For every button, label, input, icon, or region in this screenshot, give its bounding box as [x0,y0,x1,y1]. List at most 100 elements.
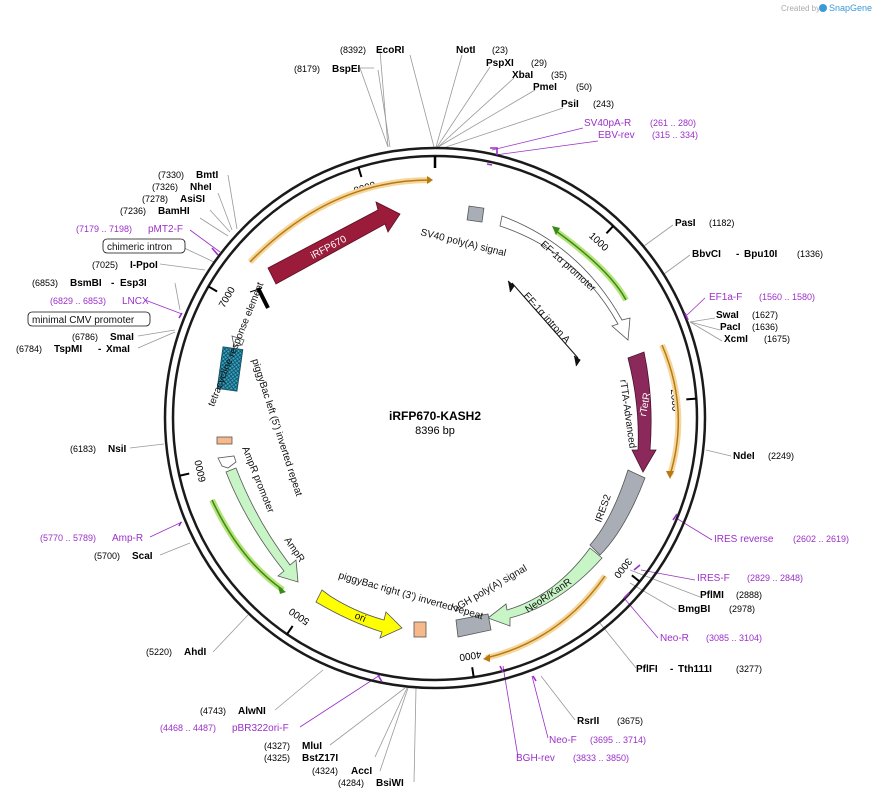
ori-feature[interactable] [315,589,403,639]
svg-text:NotI: NotI [456,45,476,56]
ef1a-promoter-feature[interactable] [499,215,631,341]
svg-text:AhdI: AhdI [184,647,206,658]
enzyme-label[interactable]: (8392)EcoRI [340,45,405,56]
svg-text:(6853): (6853) [32,278,58,288]
enzyme-label[interactable]: (6183)NsiI [70,444,127,455]
enzyme-label[interactable]: NotI(23) [456,45,508,56]
enzyme-label[interactable]: SwaI(1627) [716,310,778,321]
ef1a-promoter-arc-line [555,230,627,301]
rtetr-feature[interactable] [627,351,657,473]
tick-label: 1000 [586,231,610,254]
ampr-promoter-feature[interactable] [217,455,237,469]
bgh-polya-feature[interactable] [455,613,492,638]
enzyme-label[interactable]: (6784)TspMI-XmaI [16,344,130,355]
enzyme-label[interactable]: PacI(1636) [720,322,778,333]
ampr-orf-arc-line [211,499,284,591]
enzyme-label[interactable]: (6853)BsmBI-Esp3I [32,278,147,289]
primer-flags [178,147,689,683]
enzyme-label[interactable]: (6786)SmaI [72,332,134,343]
enzyme-label[interactable]: PflFI-Tth111I(3277) [636,664,762,675]
enzyme-label[interactable]: (4325)BstZ17I [264,753,338,764]
enzyme-label[interactable]: BbvCI-Bpu10I(1336) [692,249,823,260]
enzyme-label[interactable]: (7330)BmtI [158,170,218,181]
chimeric-intron-box [102,238,186,254]
primer-label[interactable]: EBV-rev(315 .. 334) [598,130,698,141]
piggybac-left-itr-feature[interactable] [216,436,233,445]
enzyme-label[interactable]: (4743) AlwNI [200,706,266,717]
enzyme-label[interactable]: PmeI(50) [533,82,592,93]
enzyme-label[interactable]: NdeI(2249) [733,451,794,462]
tick-label: 6000 [193,458,209,483]
sv40-polya-label: SV40 poly(A) signal [419,227,507,259]
enzyme-label[interactable]: (7236) BamHI [120,206,190,217]
svg-text:SmaI: SmaI [110,332,134,343]
cmv-promoter-box [27,311,151,327]
primer-label[interactable]: (7179 .. 7198)pMT2-F [76,224,183,235]
ef1a-intron-label: EF-1α intron A [521,291,572,346]
svg-text:(2602 .. 2619): (2602 .. 2619) [793,534,849,544]
enzyme-label[interactable]: PasI(1182) [675,218,734,229]
enzyme-label[interactable]: XcmI(1675) [724,334,790,345]
svg-text:(4743): (4743) [200,706,226,716]
svg-text:BamHI: BamHI [158,206,190,217]
svg-text:IRES reverse: IRES reverse [714,534,774,545]
sv40-polya-feature[interactable] [466,205,485,223]
svg-text:(7179 .. 7198): (7179 .. 7198) [76,224,132,234]
ampr-feature[interactable] [225,467,299,583]
svg-text:(7236): (7236) [120,206,146,216]
primer-label[interactable]: Neo-R(3085 .. 3104) [660,633,762,644]
enzyme-label[interactable]: PsiI(243) [561,99,614,110]
irfp670-orf-arc-line [249,179,431,263]
enzyme-label[interactable]: (8179)BspEI [294,64,361,75]
primer-label[interactable]: Neo-F(3695 .. 3714) [549,735,646,746]
svg-text:BbvCI: BbvCI [692,249,721,260]
irfp670-feature[interactable] [267,201,401,285]
ef1a-intron-line[interactable] [511,282,579,359]
enzyme-label[interactable]: XbaI(35) [512,70,567,81]
svg-text:(7278): (7278) [142,194,168,204]
svg-text:(261 .. 280): (261 .. 280) [650,118,696,128]
ef1a-intron-start-icon [507,280,515,293]
chimeric-intron-label[interactable]: chimeric intron [107,242,172,253]
svg-text:(3695 .. 3714): (3695 .. 3714) [590,735,646,745]
primer-label[interactable]: (4468 .. 4487)pBR322ori-F [160,723,289,734]
svg-text:PflMI: PflMI [700,590,724,601]
label-leader-lines [129,50,732,783]
primer-label[interactable]: (5770 .. 5789)Amp-R [40,533,143,544]
enzyme-label[interactable]: PflMI(2888) [700,590,762,601]
tick-label: 5000 [287,605,312,627]
svg-text:AlwNI: AlwNI [238,706,266,717]
enzyme-label[interactable]: (7278)AsiSI [142,194,205,205]
svg-text:(315 .. 334): (315 .. 334) [652,130,698,140]
enzyme-label[interactable]: (4327)MluI [264,741,322,752]
enzyme-label[interactable]: (7025)I-PpoI [92,260,158,271]
primer-label[interactable]: IRES-F(2829 .. 2848) [697,573,803,584]
svg-text:ScaI: ScaI [132,551,153,562]
enzyme-label[interactable]: PspXI(29) [486,58,547,69]
svg-text:XcmI: XcmI [724,334,748,345]
primer-label[interactable]: SV40pA-R (261 .. 280) [584,118,696,129]
svg-text:RsrII: RsrII [577,716,599,727]
enzyme-label[interactable]: (5700) ScaI [94,551,153,562]
neokanr-feature[interactable] [487,547,603,627]
primer-label[interactable]: (6829 .. 6853)LNCX [50,296,149,307]
piggybac-right-itr-feature[interactable] [413,621,427,638]
svg-text:(5700): (5700) [94,551,120,561]
primer-label[interactable]: EF1a-F(1560 .. 1580) [709,292,815,303]
svg-text:SV40pA-R: SV40pA-R [584,118,631,129]
neo-orf-arc-line [485,575,606,659]
enzyme-label[interactable]: (7326)NheI [152,182,212,193]
enzyme-label[interactable]: (4324)AccI [312,766,372,777]
cmv-promoter-label[interactable]: minimal CMV promoter [32,315,135,326]
enzyme-label[interactable]: (5220)AhdI [146,647,206,658]
enzyme-label[interactable]: BmgBI(2978) [678,604,755,615]
svg-text:PmeI: PmeI [533,82,557,93]
primer-label[interactable]: BGH-rev(3833 .. 3850) [516,753,629,764]
cmv-promoter-feature[interactable] [231,335,245,347]
rtta-orf-arc-line [661,344,680,476]
enzyme-label[interactable]: RsrII(3675) [577,716,643,727]
enzyme-label[interactable]: (4284)BsiWI [338,778,404,789]
ires2-feature[interactable] [589,469,646,556]
tre-feature[interactable] [216,346,244,392]
primer-label[interactable]: IRES reverse (2602 .. 2619) [714,534,849,545]
